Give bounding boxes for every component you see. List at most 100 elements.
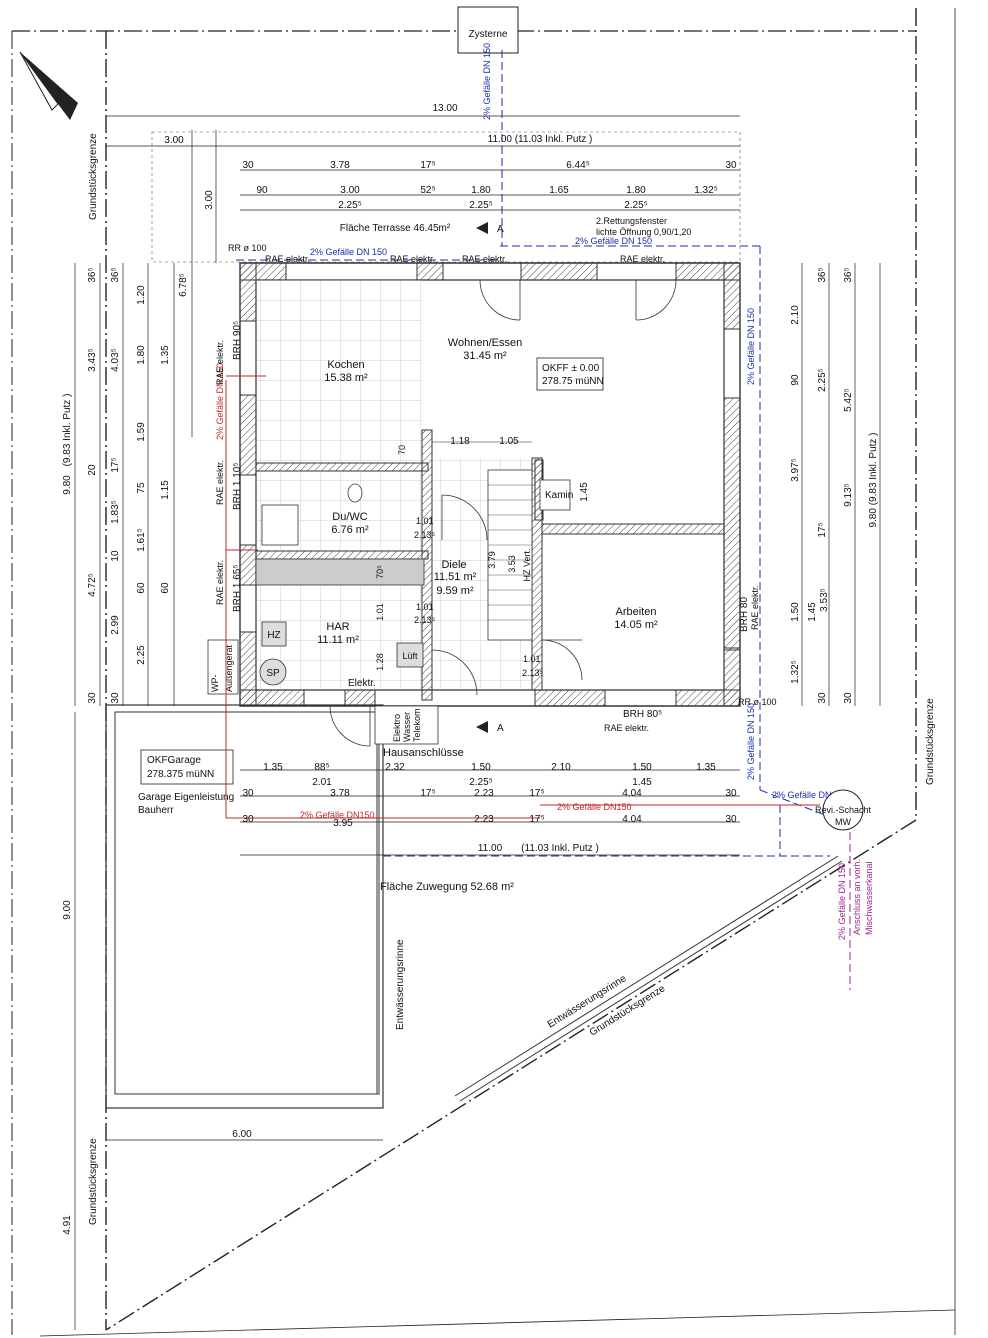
heatpump-label-1: WP- — [210, 675, 220, 693]
waste-pipe-label-1: 2% Gefälle DN150 — [300, 810, 375, 820]
dim-left-983: (9.83 Inkl. Putz ) — [62, 394, 73, 467]
rae-6: RAE elektr. — [215, 340, 225, 385]
dim-left-175: 17⁵ — [110, 457, 121, 472]
dim-left-365-b: 36⁵ — [110, 267, 121, 282]
dim-inner-3-79: 3.79 — [487, 551, 497, 569]
cistern: Zysterne — [457, 6, 519, 54]
dim-inner-1-45: 1.45 — [579, 482, 590, 502]
dim-bottom-2-10: 2.10 — [551, 762, 571, 773]
garage-nn: 278.375 müNN — [147, 769, 214, 780]
dim-right-175: 17⁵ — [817, 522, 828, 537]
garage: OKFGarage 278.375 müNN Garage Eigenleist… — [105, 704, 384, 1109]
dim-bottom-1-35: 1.35 — [263, 762, 283, 773]
waste-pipe-label-vertical: 2% Gefälle DN 150 — [215, 363, 225, 440]
rae-2: RAE elektr. — [390, 254, 435, 264]
heatpump-label-2: Außengerät — [224, 644, 234, 692]
dim-left-1-15: 1.15 — [160, 480, 171, 500]
dim-left-75: 75 — [136, 482, 147, 494]
property-boundary — [11, 8, 956, 1337]
dimensions-bottom: 1.35 88⁵ 2.32 1.50 2.10 1.50 1.35 2.01 2… — [232, 762, 737, 1140]
dim-right-90: 90 — [790, 374, 801, 386]
waste-pipe-label-2: 2% Gefälle DN150 — [557, 802, 632, 812]
dim-left-9-00: 9.00 — [62, 900, 73, 920]
dim-175-top: 17⁵ — [420, 160, 435, 171]
electric-label: Elektr. — [348, 678, 376, 689]
room-diele-area-2: 9.59 m² — [436, 585, 474, 597]
dim-right-365-b: 36⁵ — [843, 267, 854, 282]
dim-bottom-2-32: 2.32 — [385, 762, 405, 773]
dim-1-325: 1.32⁵ — [694, 185, 718, 196]
garage-label-1: Garage Eigenleistung — [138, 792, 234, 803]
dim-bottom-1-35-b: 1.35 — [696, 762, 716, 773]
dim-right-3-975: 3.97⁵ — [790, 458, 801, 482]
room-labels: Kochen 15.38 m² Wohnen/Essen 31.45 m² Du… — [317, 337, 658, 646]
brh-1655: BRH 1.65⁵ — [232, 565, 243, 613]
dim-left-365-a: 36⁵ — [87, 267, 98, 282]
okff-nn: 278.75 müNN — [542, 376, 604, 387]
section-marker-bottom: A — [497, 723, 504, 734]
rescue-window-2: lichte Öffnung 0,90/1,20 — [596, 227, 691, 237]
boundary-label-bottom-left: Grundstücksgrenze — [88, 1138, 99, 1225]
dim-bottom-30-b: 30 — [725, 788, 737, 799]
service-connections-label: Hausanschlüsse — [383, 747, 464, 759]
room-kochen: Kochen — [327, 359, 364, 371]
dim-inner-1-01-v: 1.01 — [375, 603, 385, 621]
dim-1-80-b: 1.80 — [626, 185, 646, 196]
rae-7: RAE elektr. — [215, 460, 225, 505]
dim-525: 52⁵ — [420, 185, 435, 196]
dim-left-30-a: 30 — [87, 692, 98, 704]
dim-30-top-right: 30 — [725, 160, 737, 171]
dim-right-1-325: 1.32⁵ — [790, 660, 801, 684]
okff-level: OKFF ± 0.00 — [542, 363, 600, 374]
dim-inner-2-135-c: 2.13⁵ — [522, 668, 544, 678]
dim-inner-1-01-c: 1.01 — [523, 654, 541, 664]
cistern-label: Zysterne — [469, 29, 508, 40]
rain-pipe-left: RR ø 100 — [228, 243, 267, 253]
section-marker-top: A — [497, 224, 504, 235]
dim-bottom-1-50: 1.50 — [471, 762, 491, 773]
room-wohnen: Wohnen/Essen — [448, 337, 522, 349]
room-har-area: 11.11 m² — [317, 634, 359, 646]
dim-2-255-a: 2.25⁵ — [338, 200, 362, 211]
dim-right-1-45: 1.45 — [807, 602, 818, 622]
rae-1: RAE elektr. — [265, 254, 310, 264]
room-diele: Diele — [441, 559, 466, 571]
misc-labels: 2.Rettungsfenster lichte Öffnung 0,90/1,… — [88, 133, 936, 1225]
dim-left-9-80: 9.80 — [62, 475, 73, 495]
room-duwc: Du/WC — [332, 511, 368, 523]
dim-bottom-11-00: 11.00 — [478, 843, 503, 854]
dim-bottom-2-01: 2.01 — [312, 777, 332, 788]
dim-left-1-835: 1.83⁵ — [110, 500, 121, 524]
dim-bottom-30-c: 30 — [242, 814, 254, 825]
terrace-area: Fläche Terrasse 46.45m² — [340, 223, 451, 234]
rae-3: RAE elektr. — [462, 254, 507, 264]
room-diele-area-1: 11.51 m² — [434, 571, 477, 583]
dim-right-2-255: 2.25⁵ — [817, 368, 828, 392]
dim-right-3-535: 3.53⁵ — [819, 588, 830, 612]
north-arrow-icon — [19, 51, 78, 120]
dim-bottom-175-b: 17⁵ — [529, 788, 544, 799]
dim-left-3-43: 3.43⁵ — [87, 348, 98, 372]
room-duwc-area: 6.76 m² — [331, 524, 369, 536]
boundary-label-right: Grundstücksgrenze — [925, 698, 936, 785]
rescue-window-1: 2.Rettungsfenster — [596, 216, 667, 226]
room-kochen-area: 15.38 m² — [324, 372, 368, 384]
gutter-label-vertical: Entwässerungsrinne — [395, 939, 406, 1030]
sewer-connection-1: Anschluss an vorh. — [852, 859, 862, 935]
dimensions-inner: 1.18 1.05 1.45 1.01 2.13⁵ 1.01 2.13⁵ 1.0… — [375, 436, 590, 678]
pipe-label-right-1: 2% Gefälle DN 150 — [746, 308, 756, 385]
pipe-label-right-2: 2% Gefälle DN 150 — [746, 703, 756, 780]
dim-right-9-135: 9.13⁵ — [843, 483, 854, 507]
service-telekom: Telekom — [412, 708, 422, 742]
dim-left-2-25: 2.25 — [136, 645, 147, 665]
rainwater-pipes — [236, 50, 830, 857]
dim-left-1-35: 1.35 — [160, 345, 171, 365]
dim-left-10: 10 — [110, 550, 121, 562]
dim-1-80: 1.80 — [471, 185, 491, 196]
dim-inner-2-135-a: 2.13⁵ — [414, 530, 436, 540]
dim-left-1-20: 1.20 — [136, 285, 147, 305]
dim-right-30-a: 30 — [817, 692, 828, 704]
dim-left-1-80: 1.80 — [136, 345, 147, 365]
dimensions-left: 9.80 (9.83 Inkl. Putz ) 36⁵ 36⁵ 3.43⁵ 4.… — [62, 267, 171, 1234]
